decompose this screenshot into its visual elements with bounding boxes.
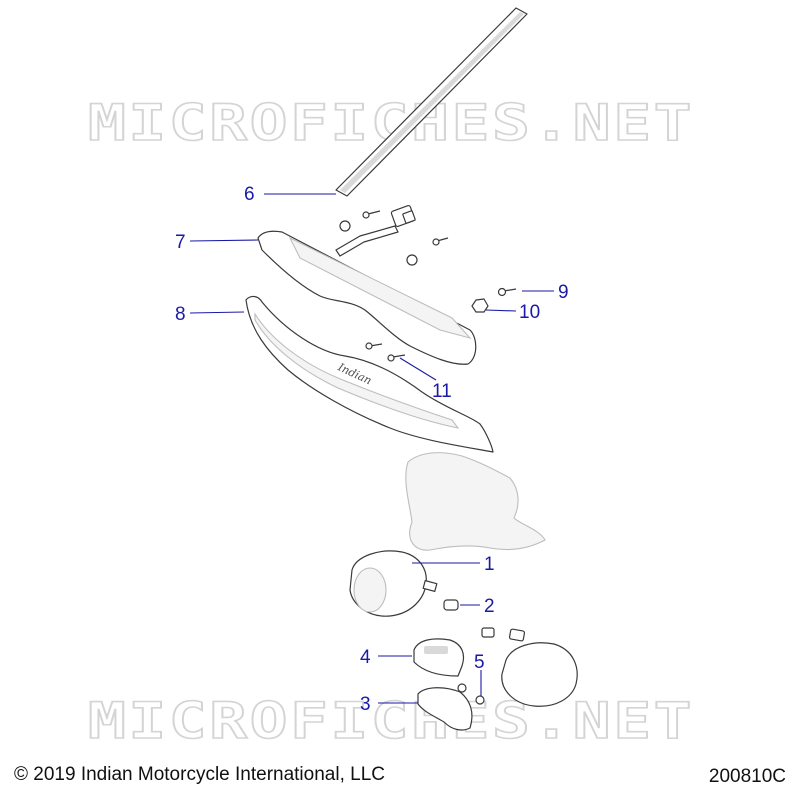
license-lamp-part-4 xyxy=(413,638,465,677)
fender-bracket-reference xyxy=(405,452,546,551)
callout-5: 5 xyxy=(474,652,485,673)
screw-part xyxy=(339,210,449,266)
callout-2: 2 xyxy=(484,596,495,617)
leader-8 xyxy=(189,311,245,314)
figure-id: 200810C xyxy=(708,766,786,787)
wiring-connector-part xyxy=(335,205,416,257)
trim-strip-part xyxy=(335,7,528,197)
callout-10: 10 xyxy=(519,302,540,323)
turn-signal-right-part xyxy=(481,627,578,707)
callout-3: 3 xyxy=(360,694,371,715)
watermark-bottom: MICROFICHES.NET xyxy=(88,692,694,750)
turn-signal-part-1 xyxy=(349,550,438,617)
callout-11: 11 xyxy=(432,381,452,402)
callout-9: 9 xyxy=(558,282,569,303)
emblem-trim-part: Indian xyxy=(245,295,494,453)
leader-10 xyxy=(485,309,517,312)
leader-7 xyxy=(189,239,259,242)
callout-7: 7 xyxy=(175,232,186,253)
nut-part-5 xyxy=(457,683,485,705)
callout-8: 8 xyxy=(175,304,186,325)
bolt-part-9 xyxy=(497,287,517,297)
callout-6: 6 xyxy=(244,184,255,205)
lamp-bracket-part-3 xyxy=(417,687,473,731)
copyright-notice: © 2019 Indian Motorcycle International, … xyxy=(14,764,385,785)
screw-part-11 xyxy=(365,342,406,362)
callout-4: 4 xyxy=(360,647,371,668)
nut-part-10 xyxy=(471,298,489,313)
tail-light-housing-part xyxy=(257,230,477,365)
callout-1: 1 xyxy=(484,554,495,575)
bolt-part-2 xyxy=(443,599,459,611)
leader-11 xyxy=(399,357,437,381)
